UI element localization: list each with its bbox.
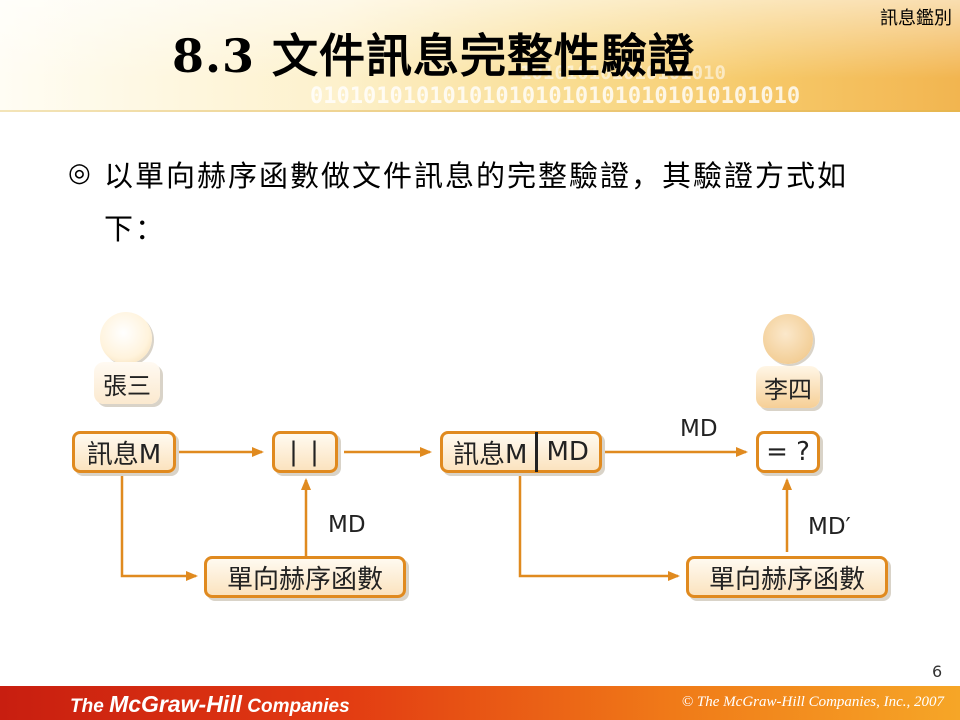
compare-box: = ? bbox=[756, 431, 820, 473]
arrow-packet-to-hash bbox=[518, 476, 680, 581]
page-number: 6 bbox=[932, 662, 943, 681]
logo-the: The bbox=[70, 696, 110, 717]
binary-pattern-bottom: 0101010101010101010101010101010101010 bbox=[310, 84, 801, 109]
footer-bar: The McGraw-Hill Companies © The McGraw-H… bbox=[0, 686, 960, 720]
header-banner: 101010101010101010 010101010101010101010… bbox=[0, 0, 960, 112]
label-md-top: MD bbox=[680, 416, 718, 442]
message-box: 訊息M bbox=[72, 431, 176, 473]
logo-companies: Companies bbox=[241, 696, 350, 717]
slide-title: 8.3 文件訊息完整性驗證 bbox=[172, 29, 696, 83]
label-md-prime: MD′ bbox=[808, 514, 851, 540]
body-paragraph: 以單向赫序函數做文件訊息的完整驗證，其驗證方式如下： bbox=[104, 159, 849, 246]
bullet-icon: ◎ bbox=[68, 158, 91, 188]
receiver-head-icon bbox=[763, 314, 813, 364]
banner-highlight bbox=[0, 0, 960, 112]
hash-function-left: 單向赫序函數 bbox=[204, 556, 406, 598]
sender-head-icon bbox=[100, 312, 152, 364]
arrow-message-to-hash bbox=[120, 472, 198, 581]
section-label: 訊息鑑別 bbox=[880, 8, 952, 29]
hash-verification-diagram: 張三 李四 訊息M | | 訊息M MD = ? 單向赫序函數 單向赫序函數 M… bbox=[0, 300, 960, 620]
label-md-up: MD bbox=[328, 512, 366, 538]
message-md-box: 訊息M MD bbox=[440, 431, 602, 473]
binary-pattern-top: 101010101010101010 bbox=[520, 62, 726, 84]
md-part: MD bbox=[546, 437, 589, 467]
receiver-label: 李四 bbox=[756, 366, 820, 408]
banner-divider bbox=[0, 110, 960, 112]
concat-box: | | bbox=[272, 431, 338, 473]
logo-name: McGraw-Hill bbox=[109, 691, 242, 717]
diagram-arrows bbox=[120, 447, 792, 581]
copyright-text: © The McGraw-Hill Companies, Inc., 2007 bbox=[681, 694, 944, 710]
sender-label: 張三 bbox=[94, 362, 160, 404]
separator-bar bbox=[535, 432, 539, 472]
message-part: 訊息M bbox=[453, 439, 528, 470]
hash-function-right: 單向赫序函數 bbox=[686, 556, 888, 598]
publisher-logo: The McGraw-Hill Companies bbox=[70, 691, 350, 718]
